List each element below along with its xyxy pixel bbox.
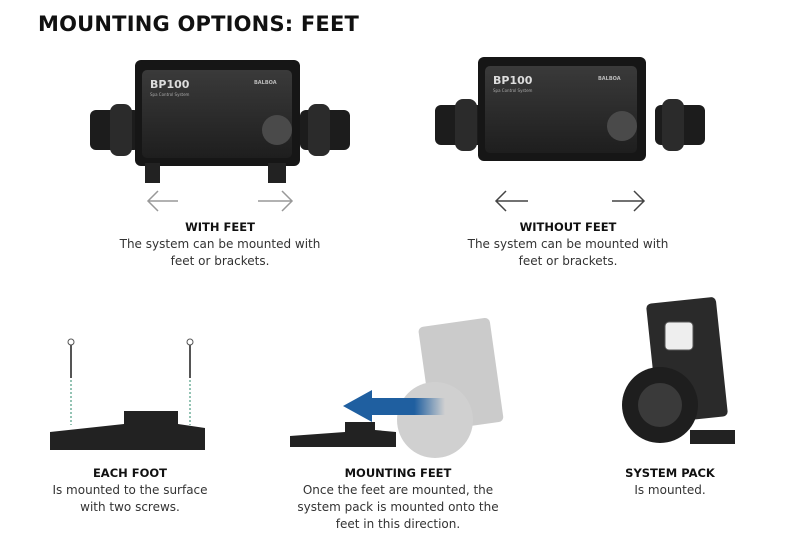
caption-without-feet: WITHOUT FEET The system can be mounted w… <box>448 219 688 270</box>
caption-line: system pack is mounted onto the <box>297 500 499 514</box>
unit-with-feet-image: BP100 Spa Control System BALBOA <box>90 60 350 212</box>
caption-system-pack: SYSTEM PACK Is mounted. <box>580 465 760 499</box>
mounting-direction-image <box>290 318 504 458</box>
caption-with-feet: WITH FEET The system can be mounted with… <box>100 219 340 270</box>
subtitle-label: Spa Control System <box>150 92 190 97</box>
caption-line: feet in this direction. <box>335 517 461 531</box>
caption-each-foot: EACH FOOT Is mounted to the surface with… <box>20 465 240 516</box>
brand-logo: BALBOA <box>598 76 621 82</box>
caption-line: The system can be mounted with <box>119 237 321 251</box>
arrow-right-icon <box>258 190 294 212</box>
brand-logo: BALBOA <box>254 80 277 86</box>
caption-heading: MOUNTING FEET <box>344 466 452 480</box>
model-label: BP100 <box>493 74 533 87</box>
system-pack-image <box>622 297 735 444</box>
caption-line: Once the feet are mounted, the <box>302 483 494 497</box>
caption-line: Is mounted. <box>634 483 706 497</box>
caption-heading: WITH FEET <box>185 220 255 234</box>
arrow-left-icon <box>146 190 178 212</box>
arrow-left-icon <box>494 190 528 212</box>
foot-with-screws-image <box>50 338 205 450</box>
caption-line: feet or brackets. <box>170 254 270 268</box>
screw-icon <box>67 338 75 378</box>
caption-heading: SYSTEM PACK <box>625 466 715 480</box>
page-title: MOUNTING OPTIONS: FEET <box>38 12 360 36</box>
model-label: BP100 <box>150 78 190 91</box>
caption-heading: WITHOUT FEET <box>519 220 617 234</box>
caption-line: The system can be mounted with <box>467 237 669 251</box>
caption-line: feet or brackets. <box>518 254 618 268</box>
caption-line: Is mounted to the surface <box>52 483 208 497</box>
caption-mounting-feet: MOUNTING FEET Once the feet are mounted,… <box>278 465 518 533</box>
screw-icon <box>186 338 194 378</box>
subtitle-label: Spa Control System <box>493 88 533 93</box>
caption-heading: EACH FOOT <box>92 466 168 480</box>
arrow-right-icon <box>612 190 646 212</box>
caption-line: with two screws. <box>80 500 180 514</box>
unit-without-feet-image: BP100 Spa Control System BALBOA <box>435 57 705 212</box>
blue-arrow-icon <box>343 390 445 422</box>
